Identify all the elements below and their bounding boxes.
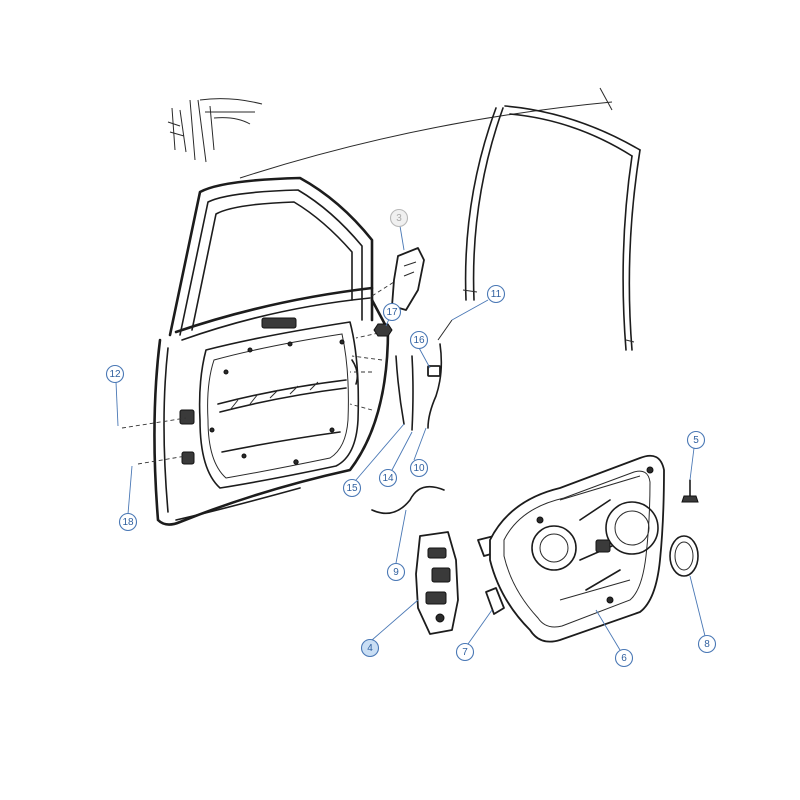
callout-circle [378,468,398,488]
regulator-panel-part-6 [489,454,665,643]
callout-label: 17 [386,307,398,318]
callout-circle [360,638,380,658]
callout-circle [486,284,506,304]
callout-17: 17 [382,302,402,322]
latch-part-4 [415,531,459,635]
callout-label: 9 [393,567,399,578]
callout-circle [614,648,634,668]
glass-run-channel [462,105,641,351]
callout-label: 11 [491,289,502,300]
callout-3: 3 [389,208,409,228]
clip-part-16 [427,365,441,377]
callout-14: 14 [378,468,398,488]
callout-circle [382,302,402,322]
callout-12: 12 [105,364,125,384]
callout-circle [409,458,429,478]
callout-label: 8 [704,639,710,650]
callout-11: 11 [486,284,506,304]
ring-part-8 [669,535,699,577]
callout-6: 6 [614,648,634,668]
callout-circle [118,512,138,532]
bolt-part-17 [373,323,393,337]
callout-circle [409,330,429,350]
callout-4: 4 [360,638,380,658]
callout-circle [342,478,362,498]
callout-label: 15 [346,483,358,494]
bracket-part-3 [391,247,425,311]
callout-circle [686,430,706,450]
installation-guides [121,274,406,465]
callout-circle [389,208,409,228]
callout-8: 8 [697,634,717,654]
callout-label: 18 [122,517,134,528]
callout-label: 16 [413,335,425,346]
callout-label: 10 [413,463,425,474]
weatherstrip-guide-line [239,87,613,179]
callout-circle [697,634,717,654]
callout-label: 12 [109,369,121,380]
leader-lines [115,225,706,651]
callout-15: 15 [342,478,362,498]
vehicle-body-fragment [167,98,263,163]
callout-circle [455,642,475,662]
callout-label: 7 [462,647,468,658]
callout-group: 3 4 5 6 7 8 9 10 11 12 14 15 16 17 18 [105,208,717,668]
callout-label: 14 [382,473,394,484]
callout-circle [386,562,406,582]
callout-18: 18 [118,512,138,532]
screw-part-5 [681,479,699,503]
rods-and-cables [371,319,453,515]
callout-16: 16 [409,330,429,350]
callout-label: 4 [367,643,373,654]
callout-label: 6 [621,653,627,664]
callout-circle [105,364,125,384]
callout-label: 5 [693,435,699,446]
door-shell [153,176,390,526]
callout-5: 5 [686,430,706,450]
callout-9: 9 [386,562,406,582]
callout-label: 3 [396,213,402,224]
callout-10: 10 [409,458,429,478]
callout-7: 7 [455,642,475,662]
